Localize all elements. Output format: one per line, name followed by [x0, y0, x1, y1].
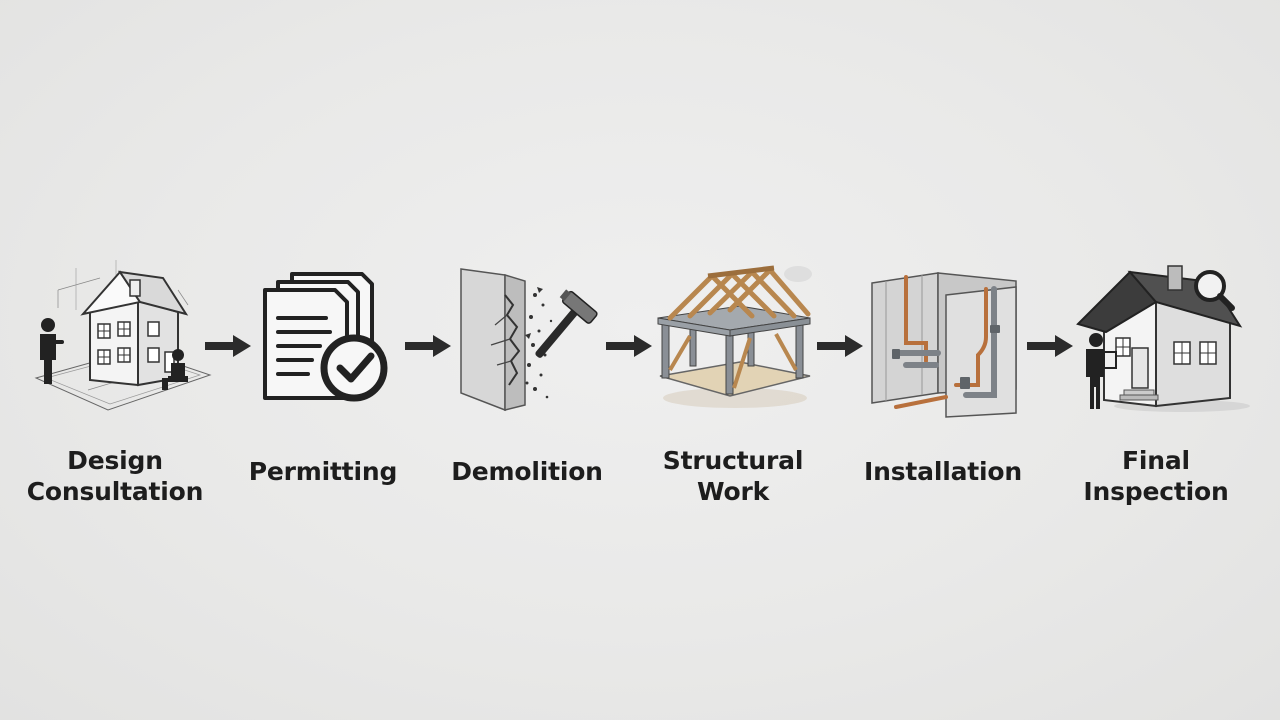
wall-plumbing-icon: [871, 272, 1017, 418]
step-label-permitting: Permitting: [248, 457, 398, 486]
arrow-1: [205, 335, 251, 357]
step-label-demolition: Demolition: [451, 457, 603, 486]
step-label-design-consultation: Design Consultation: [26, 446, 204, 506]
arrow-4: [817, 335, 863, 357]
timber-frame-icon: [657, 265, 812, 408]
documents-checkmark-icon: [263, 272, 388, 402]
arrow-5: [1027, 335, 1073, 357]
step-label-structural-work: Structural Work: [662, 446, 804, 506]
arrow-2: [405, 335, 451, 357]
house-blueprint-icon: [34, 260, 212, 411]
house-inspector-icon: [1076, 265, 1250, 412]
arrow-3: [606, 335, 652, 357]
step-label-installation: Installation: [864, 457, 1022, 486]
step-label-final-inspection: Final Inspection: [1083, 446, 1229, 506]
cracked-wall-hammer-icon: [460, 268, 598, 412]
